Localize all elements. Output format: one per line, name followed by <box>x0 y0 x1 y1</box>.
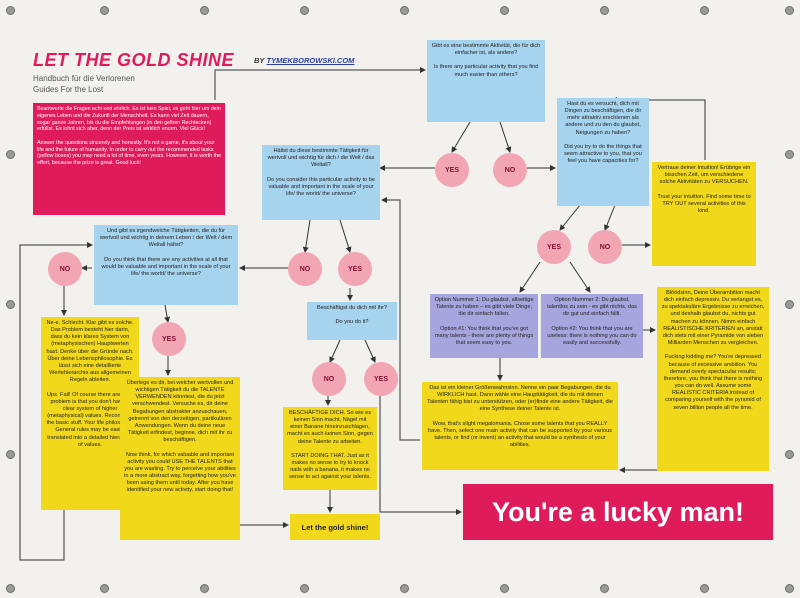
arrow-activity-to-yes <box>451 121 471 153</box>
grommet <box>785 300 794 309</box>
grommet <box>785 450 794 459</box>
box-option-1: Option Nummer 1: Du glaubst, allseitige … <box>430 294 538 358</box>
subtitle-de: Handbuch für die Verlorenen <box>33 74 135 83</box>
arrow-valuable-to-yes <box>339 219 352 253</box>
grommet <box>100 6 109 15</box>
grommet <box>600 6 609 15</box>
author-link[interactable]: TYMEKBOROWSKI.COM <box>266 56 355 65</box>
arrow-doing-to-no <box>329 339 341 363</box>
arrow-tried-to-yes <box>559 204 581 231</box>
box-trust-intuition: Vertraue deiner Intuition! Erübrige ein … <box>652 162 756 266</box>
grommet <box>300 6 309 15</box>
box-megalomania: Das ist ein kleiner Größenwahnsinn. Nenn… <box>422 382 618 470</box>
grommet <box>200 584 209 593</box>
box-let-the-gold-shine: Let the gold shine! <box>290 514 380 540</box>
box-consider-talents: Überlege es dir, bei welcher wertvollen … <box>120 377 240 540</box>
circle-no: NO <box>588 230 622 264</box>
arrow-activity-to-no <box>499 121 512 153</box>
question-doing: Beschäftigst du dich mit ihr? Do you do … <box>307 302 397 340</box>
circle-yes: YES <box>537 230 571 264</box>
circle-no: NO <box>312 362 346 396</box>
circle-no: NO <box>288 252 322 286</box>
grommet <box>6 300 15 309</box>
arrow-valuable-to-no <box>302 219 311 253</box>
arrow-megalomania-to-valuable <box>381 197 420 441</box>
circle-no: NO <box>48 252 82 286</box>
grommet <box>400 6 409 15</box>
question-any: Und gibt es irgendwelche Tätigkeiten, di… <box>94 225 238 305</box>
arrow-yes-to-option1 <box>519 261 541 293</box>
subtitle-en: Guides For the Lost <box>33 84 104 94</box>
grommet <box>400 584 409 593</box>
byline: BY TYMEKBOROWSKI.COM <box>254 56 354 65</box>
arrow-problem-to-any <box>19 242 93 561</box>
subtitle: Handbuch für die Verlorenen Guides For t… <box>33 74 135 96</box>
arrow-doing-to-yes <box>364 339 376 363</box>
grommet <box>600 584 609 593</box>
box-start-doing: BESCHÄFTIGE DICH. So wie es keinen Sinn … <box>283 407 377 490</box>
grommet <box>700 584 709 593</box>
grommet <box>200 6 209 15</box>
grommet <box>500 584 509 593</box>
page-title: LET THE GOLD SHINE <box>33 50 235 70</box>
grommet <box>6 6 15 15</box>
grommet <box>300 584 309 593</box>
arrow-tried-to-no <box>604 204 616 231</box>
question-valuable: Hältst du diese bestimmte Tätigkeit für … <box>262 145 380 220</box>
grommet <box>6 450 15 459</box>
box-option-2: Option Nummer 2: Du glaubst, talentlos z… <box>541 294 643 358</box>
grommet <box>785 6 794 15</box>
circle-yes: YES <box>338 252 372 286</box>
intro-box: Beantworte die Fragen echt und ehrlich. … <box>33 103 225 215</box>
grommet <box>785 150 794 159</box>
question-activity: Gibt es eine bestimmte Aktivität, die fü… <box>427 40 545 122</box>
grommet <box>785 584 794 593</box>
circle-yes: YES <box>364 362 398 396</box>
grommet <box>700 6 709 15</box>
grommet <box>500 6 509 15</box>
circle-no: NO <box>493 153 527 187</box>
byline-prefix: BY <box>254 56 265 65</box>
circle-yes: YES <box>435 153 469 187</box>
question-tried: Hast du es versucht, dich mit Dingen zu … <box>557 98 649 206</box>
circle-yes: YES <box>152 322 186 356</box>
arrow-intro-to-activity <box>214 67 426 100</box>
arrow-any-to-yes <box>164 304 171 323</box>
grommet <box>6 584 15 593</box>
arrow-yes-to-lucky <box>379 396 462 515</box>
grommet <box>100 584 109 593</box>
grommet <box>6 150 15 159</box>
box-lucky-man: You're a lucky man! <box>463 484 773 540</box>
box-ambition: Blöödsinn, Deine Überambition macht dich… <box>657 287 769 471</box>
arrow-yes-to-option2 <box>569 261 591 293</box>
